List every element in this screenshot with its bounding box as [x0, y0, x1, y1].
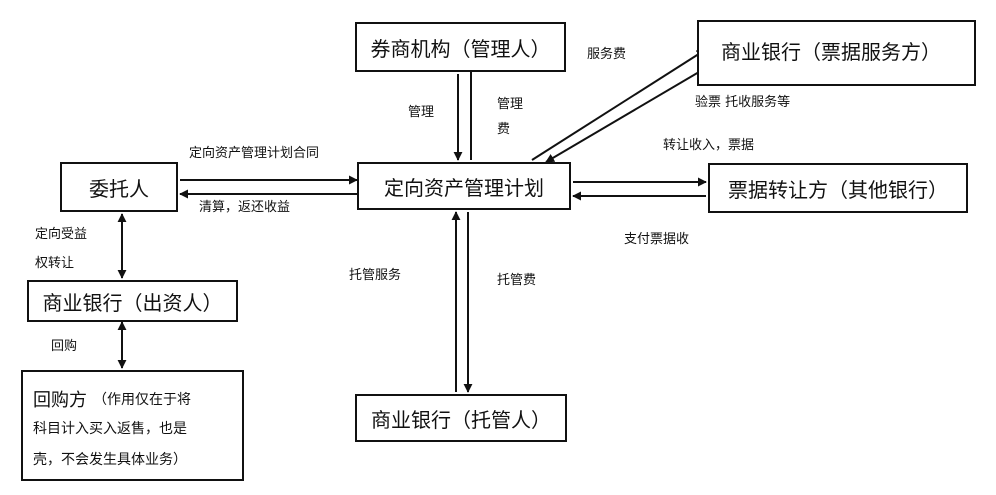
node-repurchaser-note-2: 科目计入买入返售，也是: [33, 421, 187, 437]
node-broker: 券商机构（管理人）: [355, 22, 566, 72]
node-client-label: 委托人: [89, 176, 149, 201]
arrow-inspection-service: [545, 61, 717, 163]
label-management-fee-1: 管理: [497, 97, 524, 112]
node-bank-service-label: 商业银行（票据服务方）: [721, 40, 941, 64]
label-custody-service: 托管服务: [349, 268, 402, 283]
node-plan: 定向资产管理计划: [357, 162, 571, 210]
node-plan-label: 定向资产管理计划: [384, 175, 544, 200]
label-management-fee-2: 费: [497, 122, 511, 137]
label-beneficial-1: 定向受益: [35, 227, 88, 242]
label-settlement: 清算，返还收益: [199, 200, 291, 215]
node-repurchaser: 回购方 （作用仅在于将 科目计入买入返售，也是 壳，不会发生具体业务）: [21, 370, 244, 481]
node-bank-investor-label: 商业银行（出资人）: [42, 290, 223, 315]
node-bank-custodian-label: 商业银行（托管人）: [371, 407, 551, 432]
node-transferor: 票据转让方（其他银行）: [708, 163, 968, 213]
label-service-fee: 服务费: [587, 47, 627, 62]
node-repurchaser-title: 回购方: [33, 390, 87, 411]
node-broker-label: 券商机构（管理人）: [370, 36, 551, 61]
node-client: 委托人: [60, 162, 178, 212]
label-management: 管理: [408, 105, 435, 120]
node-bank-investor: 商业银行（出资人）: [27, 280, 238, 322]
label-inspection: 验票 托收服务等: [695, 95, 791, 110]
label-beneficial-2: 权转让: [35, 256, 75, 271]
label-repurchase: 回购: [51, 339, 78, 354]
label-custody-fee: 托管费: [497, 273, 537, 288]
arrow-service-fee: [531, 49, 706, 161]
node-repurchaser-note-3: 壳，不会发生具体业务）: [33, 452, 187, 468]
label-pay-bill: 支付票据收: [624, 232, 690, 247]
node-repurchaser-note-1: （作用仅在于将: [93, 392, 191, 408]
label-transfer-income: 转让收入，票据: [663, 138, 755, 153]
node-bank-service: 商业银行（票据服务方）: [697, 20, 976, 86]
node-bank-custodian: 商业银行（托管人）: [355, 394, 567, 442]
label-contract: 定向资产管理计划合同: [189, 146, 320, 161]
node-transferor-label: 票据转让方（其他银行）: [728, 177, 948, 202]
